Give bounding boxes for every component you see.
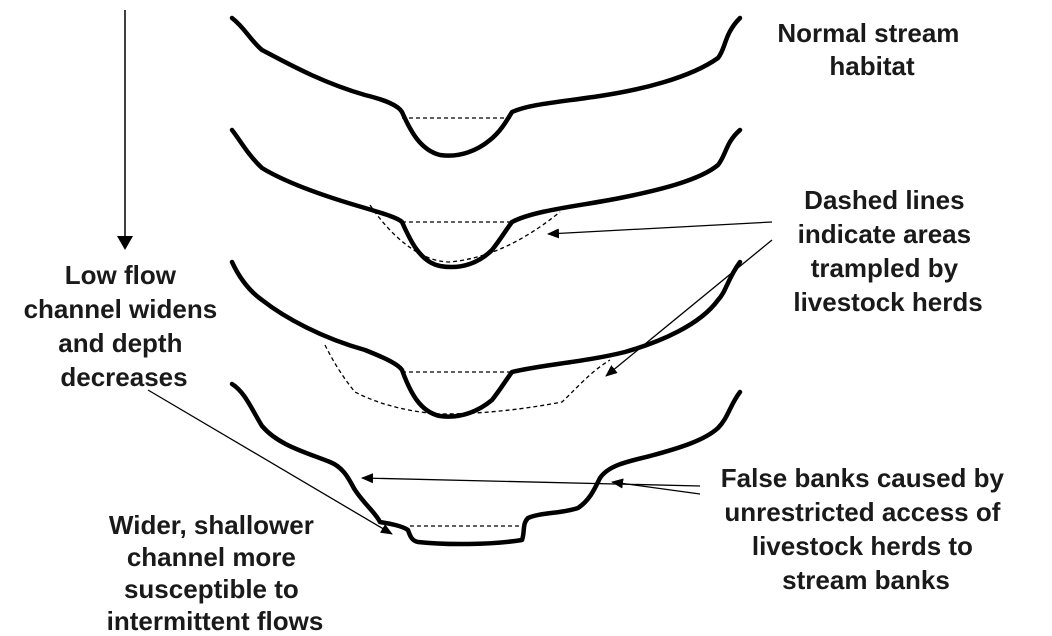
label-normal-stream-habitat: Normal stream habitat — [777, 18, 966, 81]
leader-dashed-to-profile3 — [606, 240, 772, 376]
leader-lines — [148, 222, 772, 534]
leader-dashed-to-profile2 — [548, 222, 772, 234]
stream-bank-outline — [232, 18, 740, 156]
stream-bank-outline — [232, 130, 740, 267]
label-false-banks: False banks caused by unrestricted acces… — [721, 463, 1011, 595]
label-low-flow: Low flow channel widens and depth decrea… — [24, 260, 225, 392]
stream-bank-outline — [232, 262, 740, 417]
trampled-area-outline — [325, 345, 610, 414]
channel-profile-normal — [232, 18, 740, 156]
leader-falsebank-right — [612, 482, 700, 494]
label-wider-shallower: Wider, shallower channel more susceptibl… — [107, 510, 324, 636]
channel-profile-widened — [232, 262, 740, 417]
progression-arrow — [117, 10, 133, 250]
label-dashed-lines: Dashed lines indicate areas trampled by … — [793, 185, 982, 317]
channel-profile-trampled — [232, 130, 740, 267]
leader-falsebank-left — [362, 478, 700, 486]
